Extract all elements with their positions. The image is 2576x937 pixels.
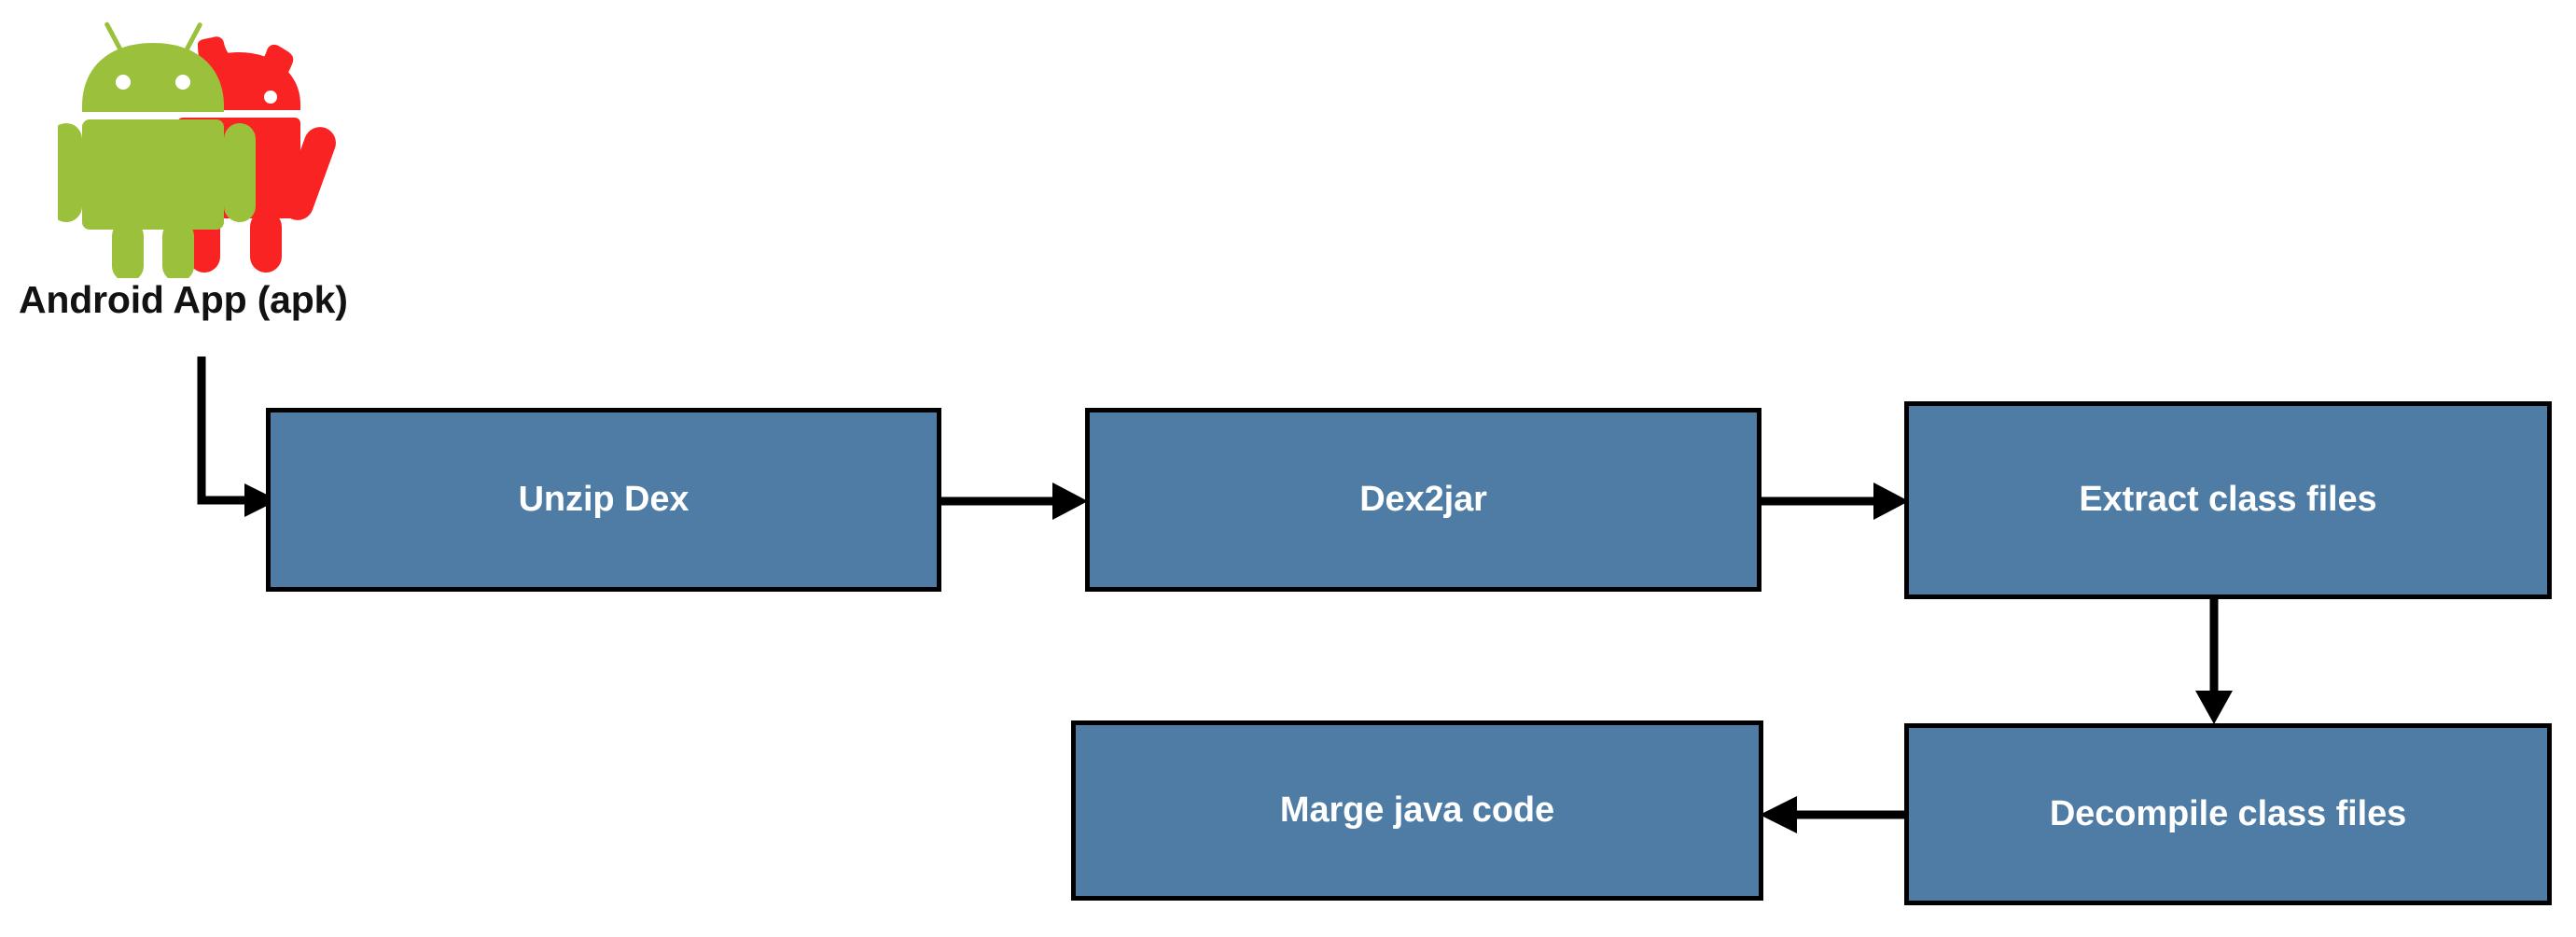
connector-dex2jar-to-extract-class-files bbox=[1754, 478, 1915, 524]
android-malware-logo bbox=[58, 7, 338, 278]
connector-decompile-class-files-to-marge-java-code bbox=[1756, 791, 1916, 838]
source-label-android-app: Android App (apk) bbox=[19, 278, 348, 321]
process-box-label: Marge java code bbox=[1279, 790, 1555, 830]
connector-apk-to-unzip-dex bbox=[187, 345, 289, 523]
process-box-marge-java-code[interactable]: Marge java code bbox=[1071, 720, 1763, 901]
process-box-dex2jar[interactable]: Dex2jar bbox=[1085, 408, 1761, 592]
process-box-decompile-class-files[interactable]: Decompile class files bbox=[1904, 723, 2552, 905]
green-android-icon bbox=[58, 21, 256, 278]
process-box-label: Unzip Dex bbox=[518, 479, 689, 519]
process-box-label: Extract class files bbox=[2079, 480, 2377, 520]
connector-extract-class-files-to-decompile-class-files bbox=[2188, 597, 2244, 728]
process-box-extract-class-files[interactable]: Extract class files bbox=[1904, 401, 2552, 599]
process-box-unzip-dex[interactable]: Unzip Dex bbox=[266, 408, 941, 592]
connector-unzip-dex-to-dex2jar bbox=[933, 478, 1093, 524]
process-box-label: Decompile class files bbox=[2049, 793, 2407, 833]
process-box-label: Dex2jar bbox=[1359, 479, 1487, 519]
